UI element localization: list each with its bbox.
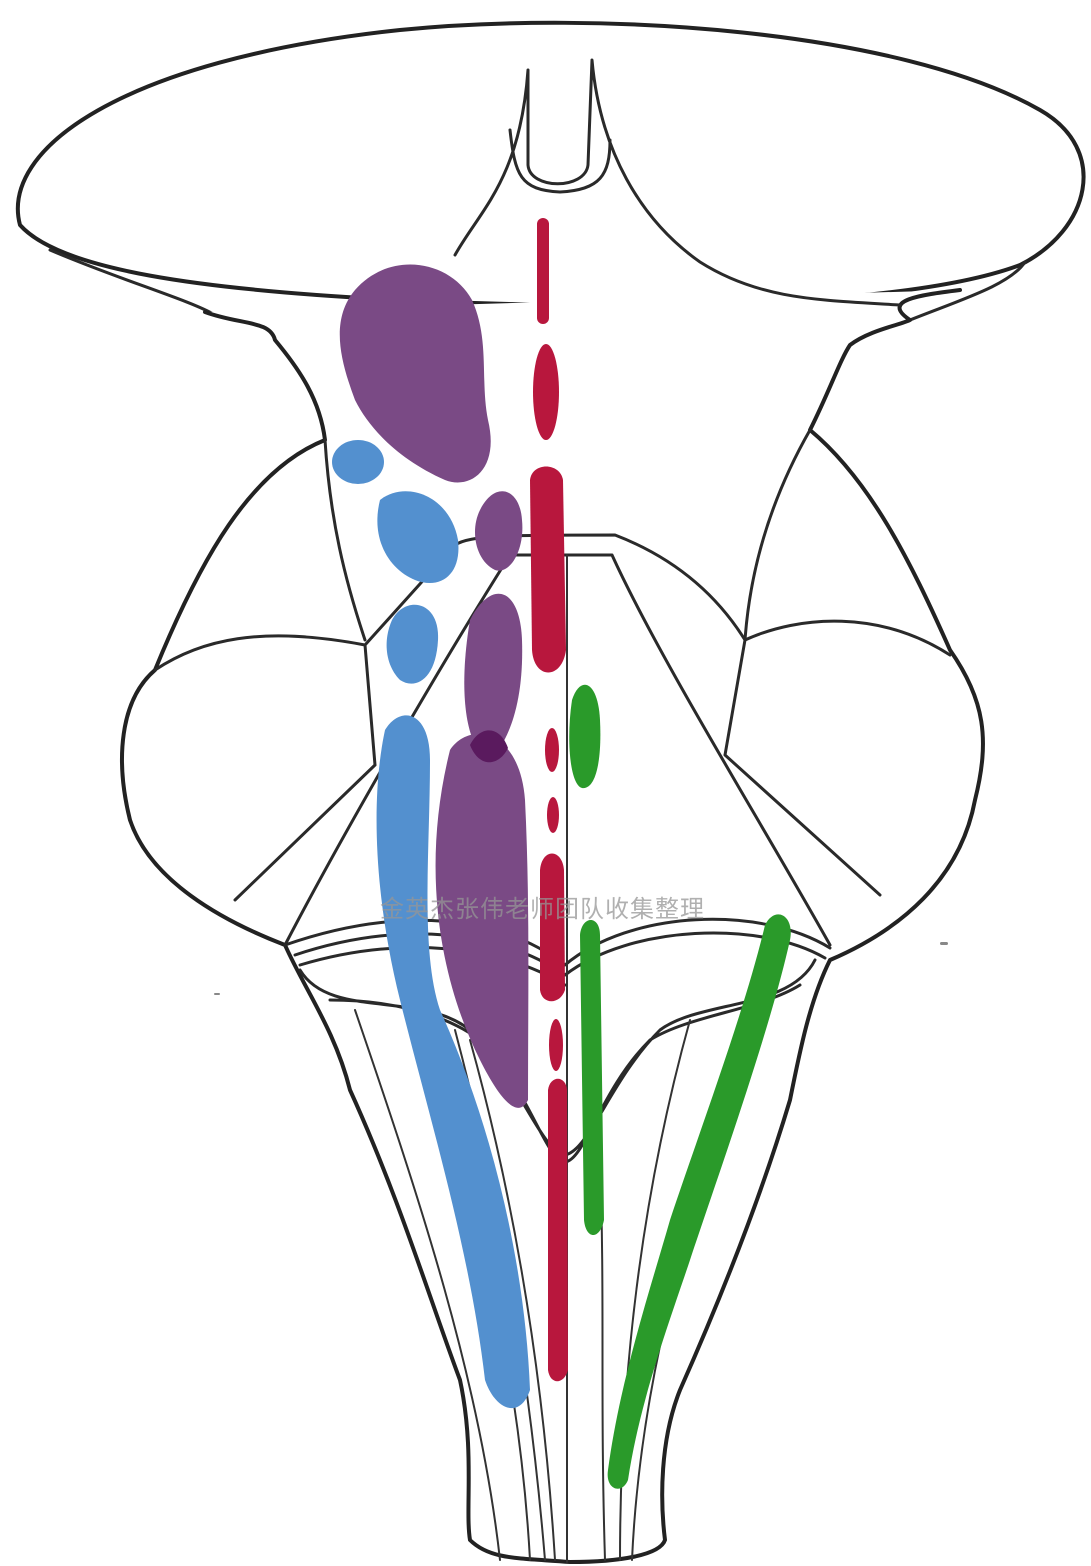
red-dash-8 (548, 1079, 568, 1382)
watermark-text: 金英杰张伟老师团队收集整理 (380, 889, 740, 924)
green-region-mid (580, 920, 604, 1235)
blue-region-top (332, 440, 384, 484)
red-dash-5 (547, 797, 559, 833)
red-dash-1 (537, 218, 549, 324)
green-region-upper (569, 685, 600, 788)
red-dash-7 (549, 1019, 563, 1071)
red-dash-6 (540, 854, 565, 1002)
red-dash-2 (533, 344, 559, 440)
red-dash-4 (545, 728, 559, 772)
red-dash-3 (530, 467, 566, 673)
top-ellipse-outline (18, 23, 1084, 306)
